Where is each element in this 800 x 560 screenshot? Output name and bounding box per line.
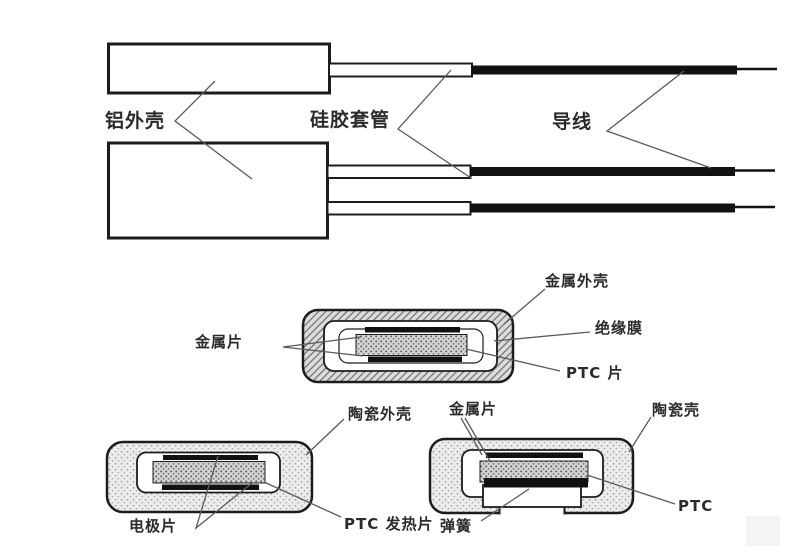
electrode-sheet-top bbox=[163, 455, 258, 460]
leader-electrode-sheet bbox=[194, 455, 253, 530]
leader-ceramic-shell bbox=[628, 416, 652, 453]
aluminum-shell-2 bbox=[107, 141, 329, 240]
leader-spring bbox=[480, 488, 530, 522]
ceramic-shell-cross-section bbox=[105, 440, 314, 514]
heater-device-2 bbox=[107, 141, 775, 240]
spring-plate bbox=[482, 484, 582, 508]
leader-aluminum-shell bbox=[174, 80, 253, 180]
leader-lead-wire bbox=[605, 70, 712, 169]
metal-sheet-top bbox=[365, 327, 460, 333]
leader-ptc-heating-sheet bbox=[263, 481, 342, 518]
label-aluminum-shell: 铝外壳 bbox=[105, 110, 166, 132]
leader-metal-shell bbox=[503, 288, 546, 325]
leader-metal-sheet-right bbox=[460, 417, 491, 462]
faint-watermark-artifact bbox=[746, 516, 780, 546]
leader-ptc-chip bbox=[465, 348, 561, 372]
label-metal-shell: 金属外壳 bbox=[545, 272, 610, 290]
label-metal-sheet-right: 金属片 bbox=[449, 400, 498, 418]
label-lead-wire: 导线 bbox=[552, 111, 593, 133]
silicone-sleeve-2a bbox=[326, 164, 472, 179]
label-ptc: PTC bbox=[678, 497, 714, 515]
label-silicone-sleeve: 硅胶套管 bbox=[310, 109, 391, 131]
metal-sheet-top bbox=[486, 452, 583, 458]
silicone-sleeve-2b bbox=[326, 201, 472, 216]
leader-insulation-film bbox=[493, 331, 591, 342]
leader-lines bbox=[174, 69, 712, 530]
leader-silicone-sleeve bbox=[397, 69, 472, 179]
metal-sheet-bottom bbox=[368, 356, 462, 362]
label-ceramic-outer-shell: 陶瓷外壳 bbox=[348, 405, 413, 423]
label-spring: 弹簧 bbox=[440, 517, 473, 535]
leader-ptc bbox=[586, 474, 676, 505]
label-electrode-sheet: 电极片 bbox=[129, 517, 178, 535]
ceramic-shell-spring-cross-section bbox=[428, 437, 635, 518]
electrode-sheet-bottom bbox=[162, 484, 259, 490]
label-metal-sheet-mid: 金属片 bbox=[195, 333, 244, 351]
label-insulation-film: 绝缘膜 bbox=[595, 319, 644, 337]
ptc-heating-sheet bbox=[152, 461, 266, 484]
heater-device-1 bbox=[107, 42, 777, 95]
label-ceramic-shell: 陶瓷壳 bbox=[652, 401, 701, 419]
metal-shell-cross-section bbox=[301, 308, 515, 384]
aluminum-shell-1 bbox=[107, 42, 331, 95]
leader-ceramic-outer-shell bbox=[305, 418, 345, 456]
leader-metal-sheet-mid bbox=[282, 336, 364, 357]
label-ptc-chip: PTC 片 bbox=[566, 364, 624, 382]
label-ptc-heating-sheet: PTC 发热片 bbox=[344, 515, 434, 533]
ptc-chip bbox=[355, 334, 468, 356]
metal-sheet-bottom bbox=[484, 478, 588, 488]
